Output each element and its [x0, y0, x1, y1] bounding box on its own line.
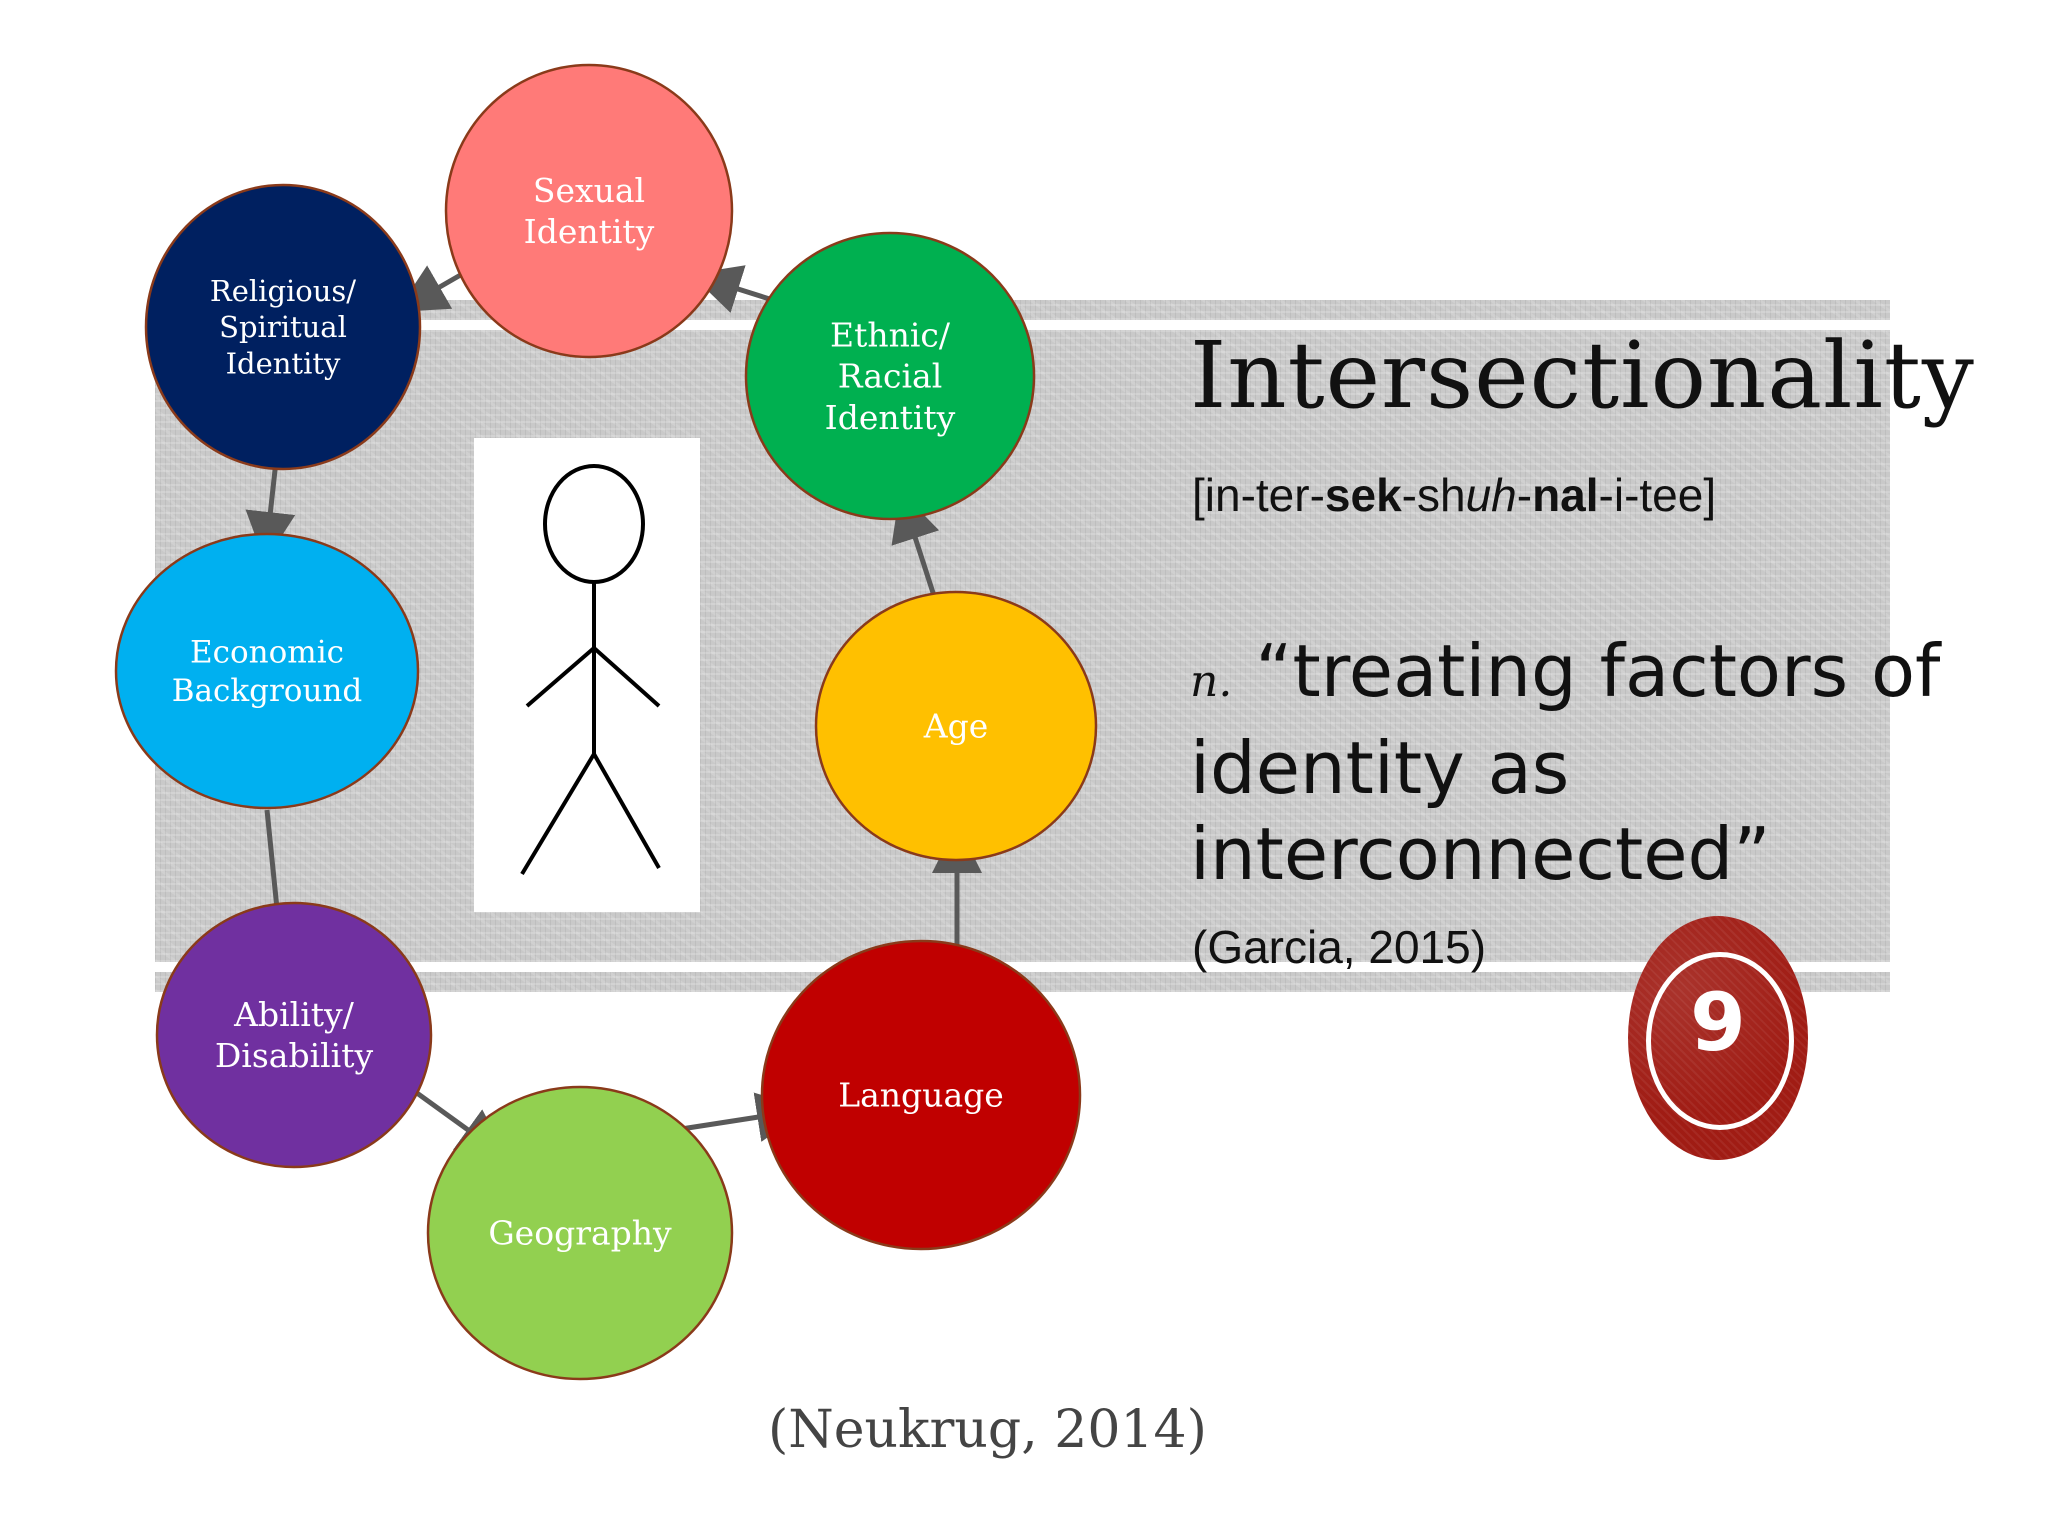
circle-economic-shape	[114, 532, 420, 810]
circle-religious-label: Identity	[226, 346, 341, 380]
pronunciation-part: -	[1516, 469, 1533, 521]
circle-religious-shape	[144, 183, 422, 471]
pronunciation-stress-2: nal	[1532, 469, 1599, 521]
circle-sexual-shape	[444, 63, 734, 359]
circle-language-shape	[760, 939, 1082, 1251]
circle-religious-label: Spiritual	[219, 310, 347, 344]
circle-ethnic-label: Identity	[825, 398, 956, 437]
circle-age: Age	[814, 590, 1098, 862]
circle-age-shape	[814, 590, 1098, 862]
badge-ring	[1646, 952, 1794, 1130]
pronunciation: [in-ter-sek-shuh-nal-i-tee]	[1192, 468, 1716, 522]
circle-religious-label: Religious/	[210, 274, 356, 308]
definition-line-3: interconnected”	[1190, 812, 1771, 896]
pronunciation-part: [in-ter-	[1192, 469, 1325, 521]
stick-figure-icon	[520, 464, 661, 876]
identity-circles: SexualIdentityReligious/SpiritualIdentit…	[114, 63, 1098, 1381]
pronunciation-part: -i-tee]	[1598, 469, 1717, 521]
definition-citation: (Garcia, 2015)	[1192, 921, 1487, 973]
circle-ethnic-label: Racial	[838, 357, 943, 396]
circle-geography-label: Geography	[488, 1214, 672, 1253]
pronunciation-stress-1: sek	[1324, 469, 1402, 521]
circle-economic-label: Economic	[190, 634, 344, 670]
background-band	[155, 330, 1890, 962]
circle-ability: Ability/Disability	[155, 901, 433, 1169]
circle-geography: Geography	[426, 1085, 734, 1381]
circle-ethnic-label: Ethnic/	[830, 315, 951, 354]
circle-geography-shape	[426, 1085, 734, 1381]
circle-ability-shape	[155, 901, 433, 1169]
circle-sexual-label: Sexual	[533, 171, 645, 210]
definition-line-2: identity as	[1190, 726, 1570, 810]
circle-age-label: Age	[923, 707, 989, 746]
circle-economic-label: Background	[172, 673, 363, 709]
pronunciation-italic: uh	[1465, 469, 1517, 521]
circle-language: Language	[760, 939, 1082, 1251]
slide-number: 9	[1690, 976, 1746, 1069]
circle-ethnic-shape	[744, 231, 1036, 521]
circle-language-label: Language	[838, 1076, 1004, 1115]
circle-sexual-label: Identity	[524, 212, 655, 251]
circle-ability-label: Disability	[215, 1036, 374, 1075]
part-of-speech: n.	[1190, 656, 1233, 707]
definition-line-1: “treating factors of	[1232, 629, 1941, 713]
slide-number-badge: 9	[1628, 916, 1808, 1160]
pronunciation-part: -sh	[1401, 469, 1466, 521]
diagram-citation: (Neukrug, 2014)	[768, 1400, 1207, 1460]
stick-figure-panel	[474, 438, 700, 912]
circle-ability-label: Ability/	[233, 995, 355, 1034]
slide-title: Intersectionality	[1190, 322, 1975, 429]
